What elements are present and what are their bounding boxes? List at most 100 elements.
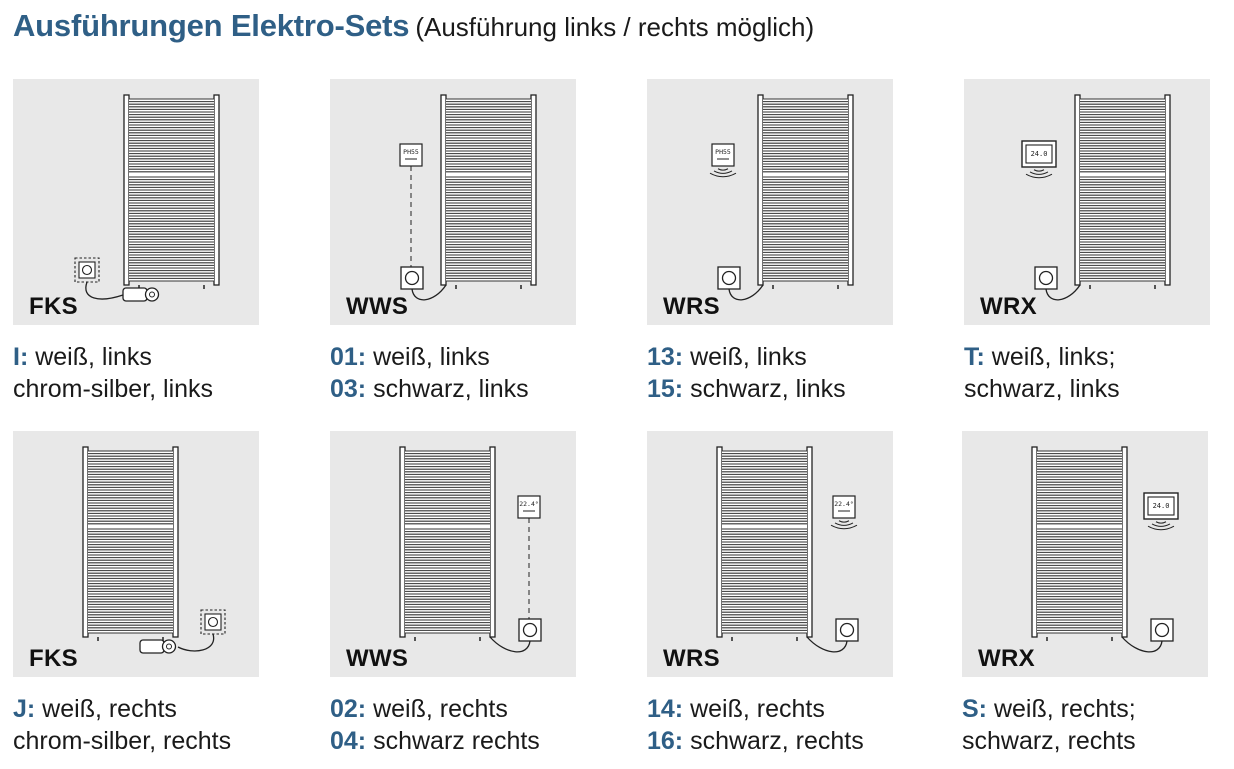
radiator-left-rail	[757, 94, 764, 286]
radiator	[716, 446, 813, 641]
variant-line-2: 15: schwarz, links	[647, 373, 893, 405]
variant-text: weiß, rechts	[366, 695, 508, 723]
radiator	[440, 94, 537, 289]
variant-code: 13:	[647, 343, 684, 371]
variant-card-wrx-left: 24.0 WRX T: weiß, links; schwarz, links	[964, 79, 1210, 405]
variant-card-wrs-right: 22.4° WRS 14: weiß, rechts 16: schwarz, …	[647, 431, 893, 757]
radiator-illustration: PH55	[399, 94, 537, 301]
heating-element-icon	[122, 287, 160, 302]
socket-outlet	[721, 270, 737, 286]
variant-line-2: 03: schwarz, links	[330, 373, 576, 405]
radiator-right-rail	[213, 94, 220, 286]
variant-text: schwarz, rechts	[683, 727, 864, 755]
variant-description: 13: weiß, links 15: schwarz, links	[647, 341, 893, 405]
radiator-illustration-panel: FKS	[13, 79, 259, 325]
variant-text: weiß, rechts	[35, 695, 177, 723]
variant-line-1: J: weiß, rechts	[13, 693, 259, 725]
set-code-label: WRS	[663, 293, 720, 320]
variant-code: 04:	[330, 727, 367, 755]
thermostat-icon: 22.4°	[517, 495, 541, 519]
variant-line-2: 16: schwarz, rechts	[647, 725, 893, 757]
radiator-illustration-panel: PH55 WRS	[647, 79, 893, 325]
variant-line-1: T: weiß, links;	[964, 341, 1210, 373]
radiator-left-rail	[123, 94, 130, 286]
radiator-left-rail	[399, 446, 406, 638]
wireless-signal-icon	[1155, 521, 1167, 524]
variant-code: 15:	[647, 375, 684, 403]
set-code-label: WRX	[980, 293, 1037, 320]
radiator-illustration	[82, 446, 226, 654]
radiator-illustration: 24.0	[1031, 446, 1179, 653]
wall-socket-icon	[1150, 618, 1174, 642]
variant-code: S:	[962, 695, 987, 723]
wall-socket-icon	[400, 266, 424, 290]
variant-description: 14: weiß, rechts 16: schwarz, rechts	[647, 693, 893, 757]
variant-code: 02:	[330, 695, 367, 723]
radiator-illustration	[74, 94, 220, 302]
thermostat-icon: 22.4°	[830, 495, 858, 530]
variant-description: J: weiß, rechts chrom-silber, rechts	[13, 693, 259, 757]
radiator-left-rail	[1031, 446, 1038, 638]
page-subtitle: (Ausführung links / rechts möglich)	[415, 12, 815, 42]
wireless-signal-icon	[1033, 169, 1045, 172]
wireless-signal-icon	[834, 522, 854, 526]
variant-text: schwarz rechts	[366, 727, 540, 755]
variant-code: 01:	[330, 343, 367, 371]
controller-readout: 24.0	[1031, 150, 1048, 158]
variant-text: chrom-silber, rechts	[13, 727, 232, 755]
radiator-illustration-panel: 22.4° WWS	[330, 431, 576, 677]
wireless-signal-icon	[1025, 173, 1053, 179]
thermostat-readout: PH55	[715, 148, 731, 156]
room-controller-icon: 24.0	[1021, 140, 1057, 179]
heating-element-knob-center	[149, 291, 155, 298]
variant-description: 02: weiß, rechts 04: schwarz rechts	[330, 693, 576, 757]
variant-text: weiß, links	[28, 343, 152, 371]
socket-outlet	[1038, 270, 1054, 286]
variant-line-2: chrom-silber, rechts	[13, 725, 259, 757]
heating-element-body	[122, 287, 148, 302]
variant-line-2: chrom-silber, links	[13, 373, 259, 405]
variant-description: I: weiß, links chrom-silber, links	[13, 341, 259, 405]
flush-box-outlet	[81, 264, 93, 276]
radiator-left-rail	[716, 446, 723, 638]
variant-code: I:	[13, 343, 29, 371]
power-cable	[728, 284, 764, 301]
page-title: Ausführungen Elektro-Sets	[13, 8, 410, 43]
radiator-illustration-panel: PH55 WWS	[330, 79, 576, 325]
radiator	[123, 94, 220, 289]
radiator-right-rail	[172, 446, 179, 638]
power-cable	[806, 636, 848, 653]
radiator-right-rail	[530, 94, 537, 286]
variant-line-1: 02: weiß, rechts	[330, 693, 576, 725]
radiator-right-rail	[489, 446, 496, 638]
thermostat-body	[832, 495, 856, 519]
variant-line-1: S: weiß, rechts;	[962, 693, 1208, 725]
variant-line-2: 04: schwarz rechts	[330, 725, 576, 757]
variant-text: schwarz, rechts	[962, 727, 1136, 755]
variant-code: J:	[13, 695, 36, 723]
radiator-illustration-panel: 22.4° WRS	[647, 431, 893, 677]
controller-screen	[1147, 496, 1175, 516]
variant-text: weiß, rechts	[683, 695, 825, 723]
variant-code: 14:	[647, 695, 684, 723]
thermostat-body	[711, 143, 735, 167]
radiator-illustration: 24.0	[1021, 94, 1171, 301]
controller-readout: 24.0	[1153, 502, 1170, 510]
controller-screen	[1025, 144, 1053, 164]
variant-card-fks-left: FKS I: weiß, links chrom-silber, links	[13, 79, 259, 405]
heating-element-icon	[139, 639, 177, 654]
page-heading: Ausführungen Elektro-Sets(Ausführung lin…	[13, 8, 814, 44]
wireless-signal-icon	[838, 520, 850, 523]
thermostat-readout: PH55	[403, 148, 419, 156]
variant-card-fks-right: FKS J: weiß, rechts chrom-silber, rechts	[13, 431, 259, 757]
socket-outlet	[839, 622, 855, 638]
variant-text: weiß, rechts;	[987, 695, 1136, 723]
variant-line-1: 13: weiß, links	[647, 341, 893, 373]
heating-element-knob-center	[166, 643, 172, 650]
variant-text: weiß, links	[683, 343, 807, 371]
wireless-signal-icon	[1151, 523, 1171, 527]
wall-socket-icon	[717, 266, 741, 290]
set-code-label: FKS	[29, 293, 78, 320]
radiator	[82, 446, 179, 641]
variant-text: chrom-silber, links	[13, 375, 214, 403]
